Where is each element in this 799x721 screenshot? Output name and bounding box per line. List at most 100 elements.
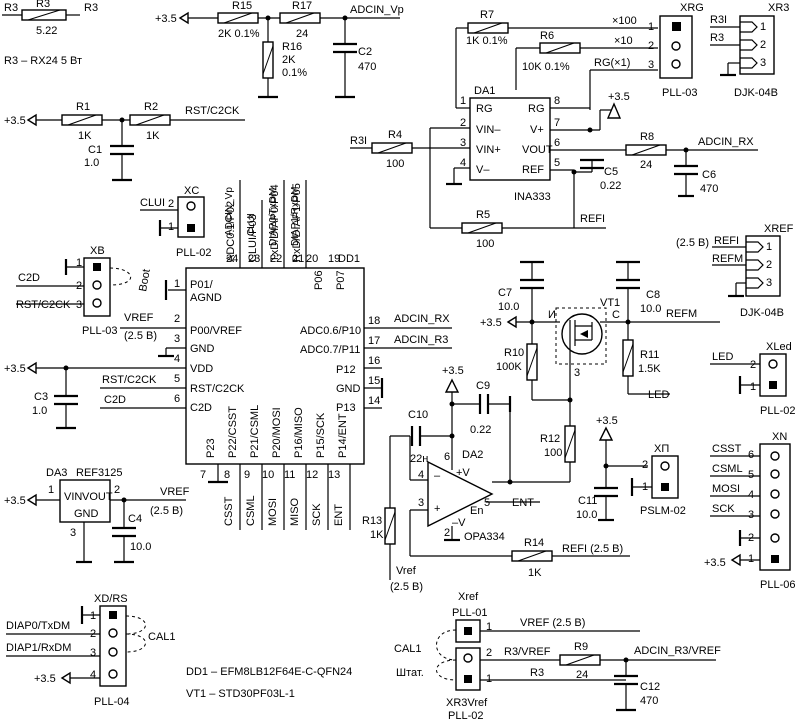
dd1-pin19: 19	[328, 253, 340, 265]
r2-ref: R2	[144, 101, 158, 113]
da3-body[interactable]	[59, 479, 111, 523]
r13-value: 1K	[370, 529, 384, 541]
da2-minus: –	[434, 470, 441, 482]
xr3-pin2: 2	[760, 39, 766, 51]
xn-type: PLL-06	[760, 579, 795, 591]
rst-net-xb: RST/C2CK	[16, 299, 71, 311]
c12-ref: C12	[640, 681, 660, 693]
xref1-type: PLL-01	[452, 607, 487, 619]
da1-pin1-label: RG	[476, 103, 493, 115]
r3-ref: R3	[36, 0, 50, 10]
rst-net-dd1: RST/C2CK	[102, 374, 157, 386]
xr3vref-ref: XR3Vref	[446, 697, 488, 709]
dd1-net-adcinvp: ADCIN_Vp	[224, 187, 235, 236]
r13-ref: R13	[362, 515, 382, 527]
r4-value: 100	[386, 158, 404, 170]
r10-ref: R10	[504, 347, 524, 359]
dd1-pin20: 20	[306, 253, 318, 265]
cal1-label-left: CAL1	[148, 631, 176, 643]
r3vref-net: R3/VREF	[504, 646, 551, 658]
c10-value: 22н	[410, 453, 428, 465]
r8-value: 24	[640, 159, 652, 171]
x100-label: ×100	[612, 15, 637, 27]
c1-value: 1.0	[84, 157, 99, 169]
xref-connector[interactable]	[745, 235, 781, 297]
r7-value: 1K 0.1%	[466, 35, 508, 47]
plus35-da3: +3.5	[4, 495, 26, 507]
dd1-net-csml: CSML	[245, 495, 257, 526]
c3-value: 1.0	[32, 405, 47, 417]
xb-ref: XB	[90, 245, 105, 257]
r6-value: 10K 0.1%	[522, 61, 570, 73]
xled-group: XLed 2 1 LED PLL-02	[710, 341, 795, 417]
dd1-pin3: 3	[174, 333, 180, 345]
xrg-pin2: 2	[648, 40, 654, 52]
r3-value: 5.22	[36, 25, 57, 37]
da1-body[interactable]	[469, 97, 551, 181]
dd1-net-sck: SCK	[311, 503, 323, 526]
r16-tol: 0.1%	[282, 67, 307, 79]
r9-ref: R9	[574, 641, 588, 653]
da1-name: INA333	[514, 191, 551, 203]
c2-value: 470	[358, 61, 376, 73]
c6-ref: C6	[702, 169, 716, 181]
c5-value: 0.22	[600, 180, 621, 192]
xr3-group: XR3 1 2 3 R3I R3 DJK-04B	[710, 2, 789, 99]
dd1-body[interactable]	[185, 267, 365, 465]
xp-pin2: 2	[642, 459, 648, 471]
plus35-vt1: +3.5	[480, 317, 502, 329]
dd1-pin6: 6	[174, 393, 180, 405]
c6-value: 470	[700, 183, 718, 195]
led-net-vt1: LED	[648, 389, 669, 401]
da2-pin2: 2	[444, 527, 450, 539]
xdrs-type: PLL-04	[94, 696, 129, 708]
r3-right-net: R3	[84, 2, 98, 14]
da1-pin5-num: 5	[554, 157, 560, 169]
dd1-clui: CLUI/P03	[247, 214, 259, 262]
c2d-net-xb: C2D	[18, 272, 40, 284]
dd1-pin2: 2	[174, 313, 180, 325]
r5-value: 100	[476, 238, 494, 250]
dd1-rxd: RxD/DIAP1/P05	[291, 183, 303, 262]
xr3-pin1: 1	[760, 21, 766, 33]
da3-pin2: 2	[114, 484, 120, 496]
plus35-xp: +3.5	[596, 415, 618, 427]
dd1-pin17: 17	[368, 335, 380, 347]
da2-body[interactable]	[427, 460, 494, 528]
xn-group: XN 6 5 4 3 2 1 CSST CSML MOSI SCK +3.5 P…	[704, 431, 795, 591]
da3-pin3: 3	[70, 527, 76, 539]
da3-ref: DA3	[46, 467, 67, 479]
gain-select: XRG 1 2 3 PLL-03 R7 1K 0.1% ×100 R6 10K …	[455, 2, 704, 110]
vref-xref-net: VREF (2.5 B)	[520, 617, 585, 629]
shtat-label: Штат.	[396, 667, 424, 679]
x10-label: ×10	[614, 35, 633, 47]
r8-ref: R8	[640, 131, 654, 143]
refm-net: REFM	[666, 308, 697, 320]
c11-ref: C11	[578, 495, 597, 507]
xn-pin6: 6	[748, 449, 754, 461]
xb-pin3: 3	[76, 299, 82, 311]
da3-name: REF3125	[76, 467, 122, 479]
plus35-net: +3.5	[155, 13, 177, 25]
da1-pin2-num: 2	[460, 117, 466, 129]
da1-pin8-num: 8	[554, 95, 560, 107]
dd1-p13: P13	[336, 402, 356, 414]
r1-value: 1K	[78, 130, 92, 142]
adcin-r3-dd1: ADCIN_R3	[394, 334, 448, 346]
xc-pin1: 1	[168, 221, 174, 233]
r14-ref: R14	[524, 537, 544, 549]
r4-ref: R4	[388, 129, 402, 141]
c3-ref: C3	[34, 391, 48, 403]
xn-connector[interactable]	[759, 443, 791, 571]
da1-pin4-label: V–	[476, 164, 490, 176]
dd1-txd: TxD/DIAP0/P04	[269, 184, 281, 262]
da1-pin2-label: VIN–	[476, 124, 501, 136]
vref-net-da3: VREF	[160, 486, 190, 498]
c2d-net-dd1: C2D	[104, 394, 126, 406]
da2-plus: +	[434, 503, 440, 515]
dd1-p00: P00/VREF	[190, 325, 242, 337]
dd1-pin24: 24	[226, 253, 238, 265]
c4-value: 10.0	[130, 541, 151, 553]
r3-net-bottom: R3	[530, 667, 544, 679]
